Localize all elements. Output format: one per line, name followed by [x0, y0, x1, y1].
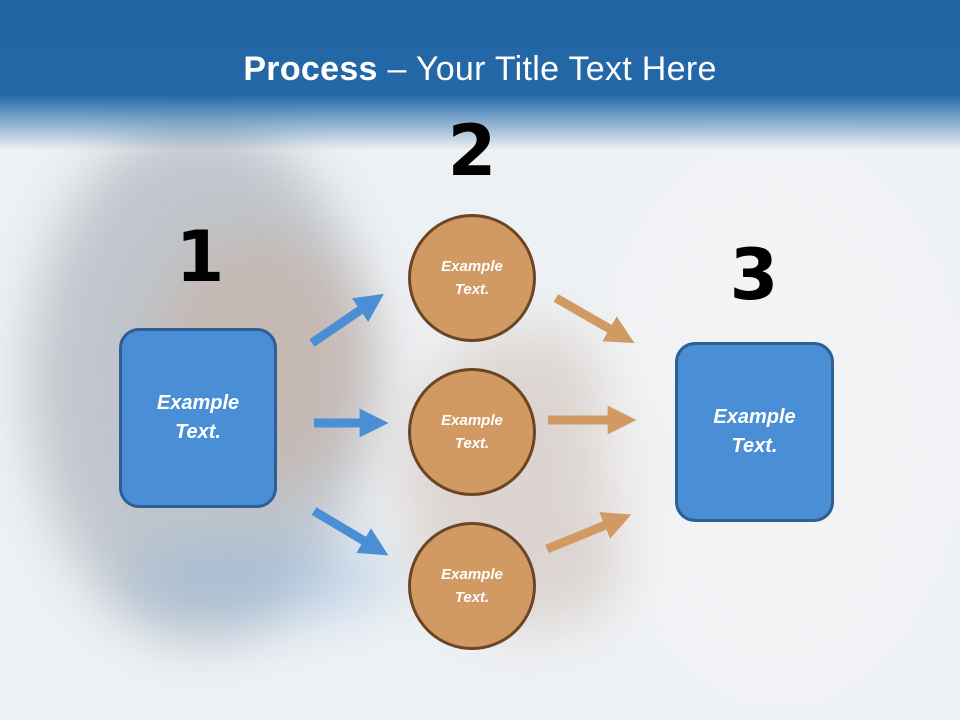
arrow-left-up — [309, 293, 384, 347]
step-number-1: 1 — [175, 216, 225, 298]
title-rest: – Your Title Text Here — [377, 50, 717, 88]
step-number-2: 2 — [447, 110, 497, 192]
slide-title: Process – Your Title Text Here — [0, 50, 960, 89]
arrow-right-up — [553, 294, 635, 344]
left-box: Example Text. — [119, 328, 277, 508]
step-number-3: 3 — [729, 234, 779, 316]
title-bold: Process — [243, 50, 378, 88]
right-box: Example Text. — [675, 342, 834, 522]
circle-middle: Example Text. — [408, 368, 536, 496]
circle-bottom: Example Text. — [408, 522, 536, 650]
arrow-left-down — [311, 507, 389, 556]
arrow-right-down — [545, 512, 632, 554]
circle-top: Example Text. — [408, 214, 536, 342]
header-band — [0, 0, 960, 150]
